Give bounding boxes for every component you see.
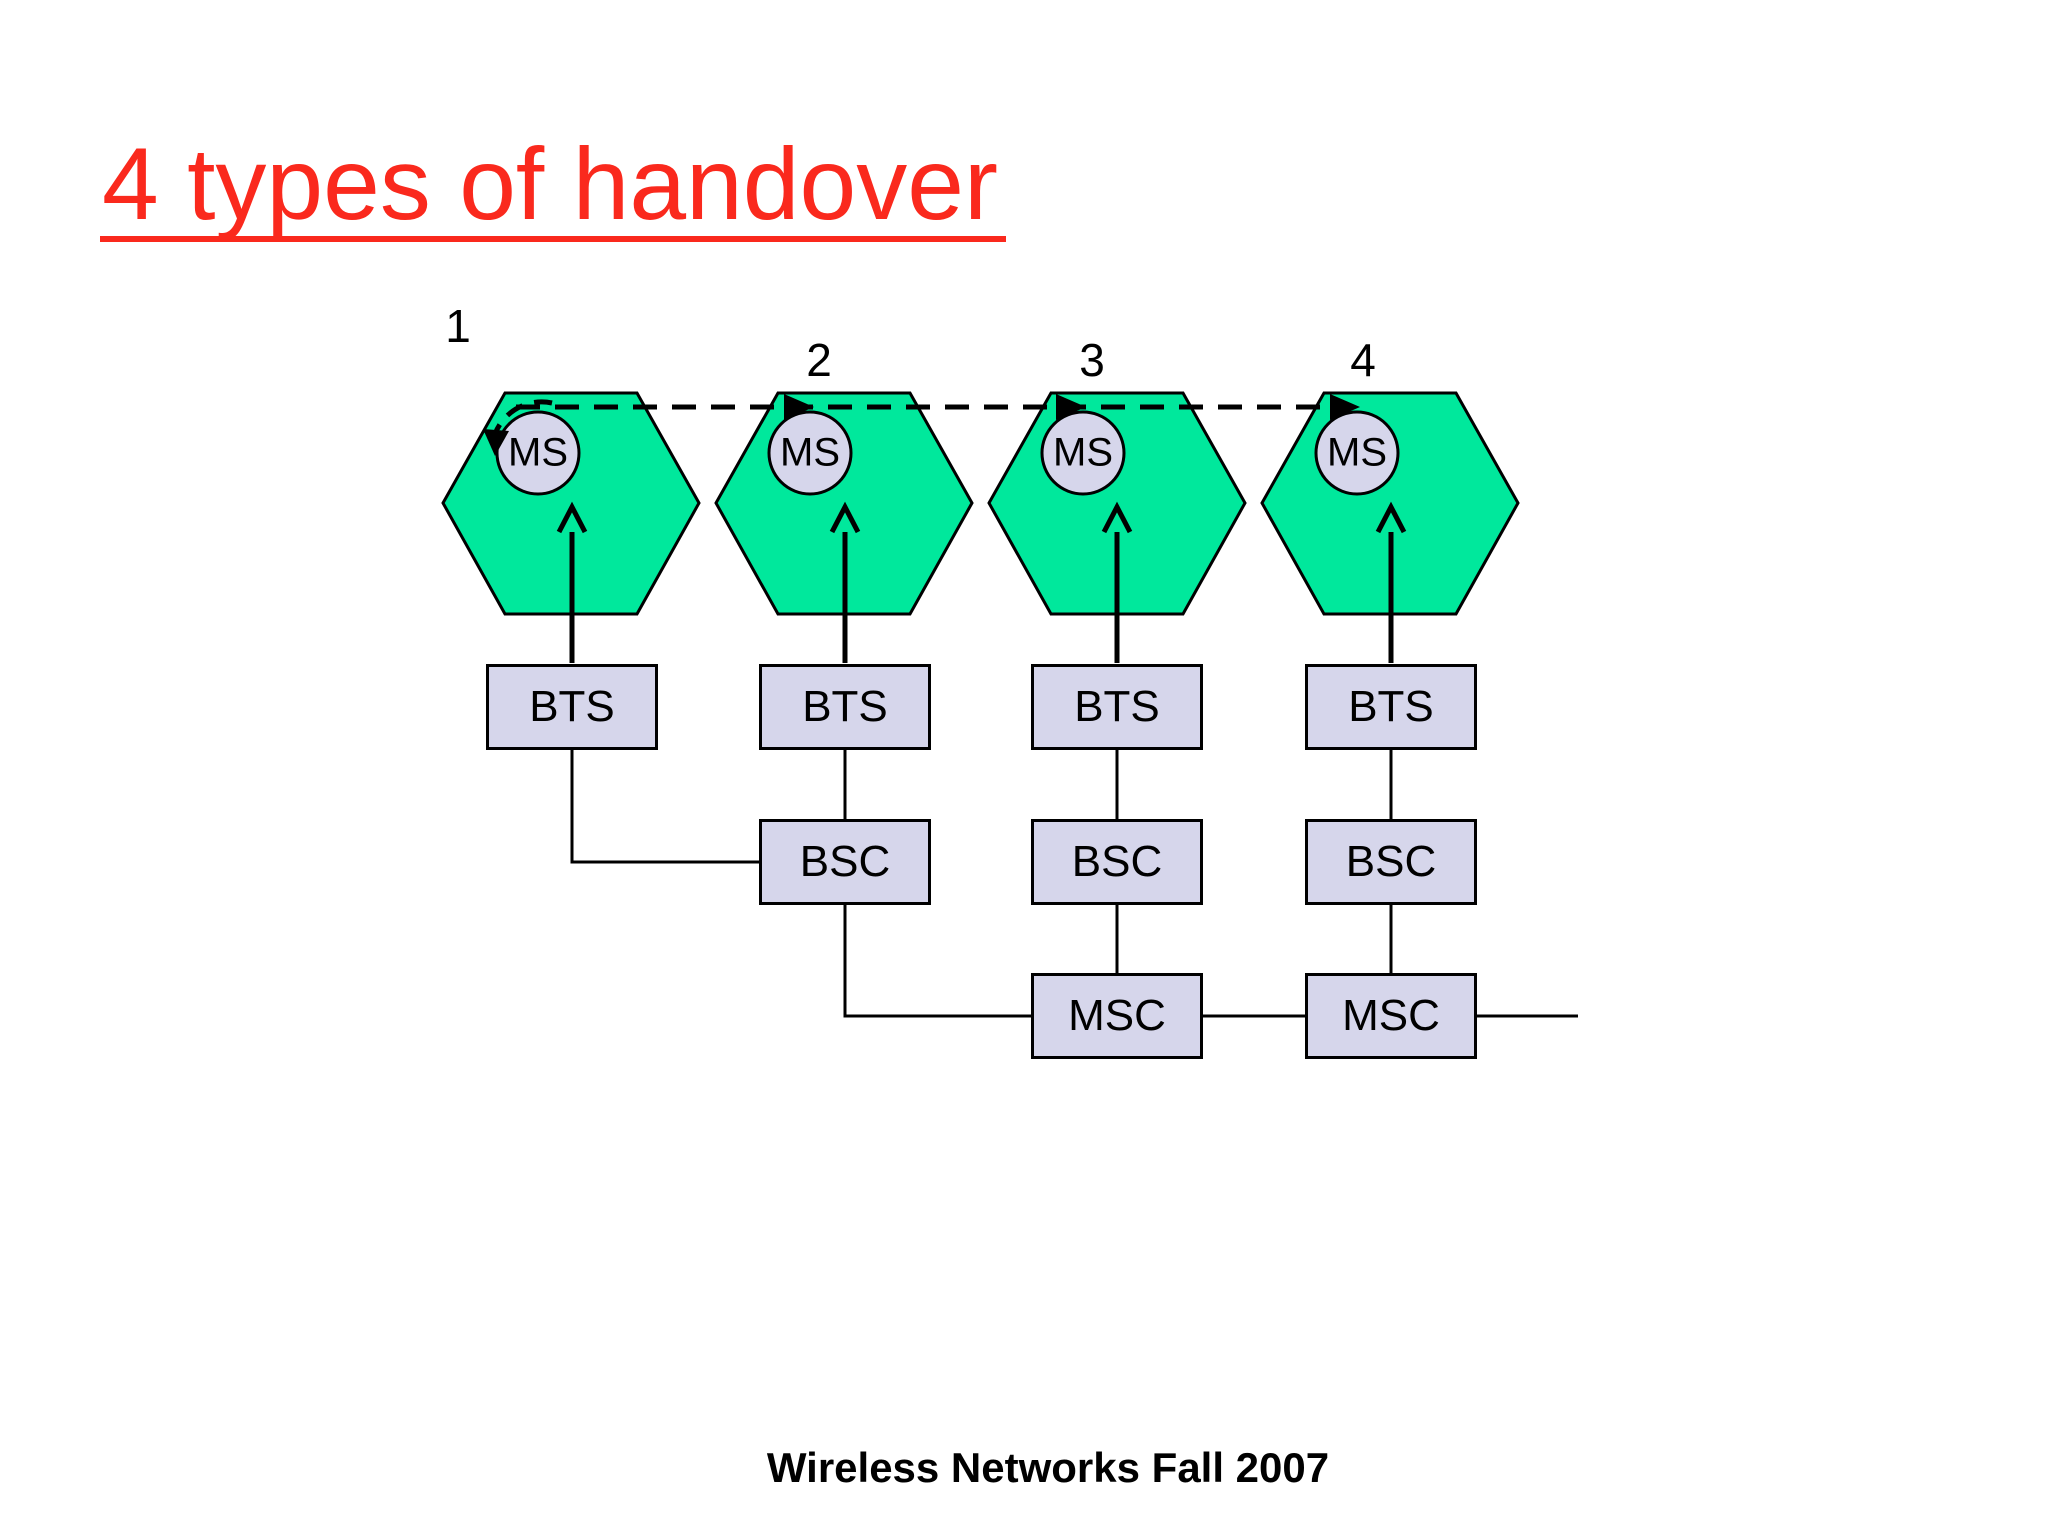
bsc-box-1: BSC (759, 819, 931, 905)
page-title: 4 types of handover (100, 132, 1006, 242)
ms-label-1: MS (508, 430, 568, 475)
bsc-box-3: BSC (1305, 819, 1477, 905)
intracell-handover-arrowhead (483, 429, 509, 456)
uplink-arrowhead-1 (556, 501, 588, 534)
ms-label-3: MS (1053, 430, 1113, 475)
handover-type-label-4: 4 (1350, 334, 1376, 386)
msc-box-1: MSC (1031, 973, 1203, 1059)
bts1-to-bsc2-link (570, 750, 759, 864)
uplink-arrowhead-2 (829, 501, 861, 534)
bts-box-2: BTS (759, 664, 931, 750)
bts-box-3: BTS (1031, 664, 1203, 750)
ms-circle-1 (495, 410, 581, 496)
slide-footer: Wireless Networks Fall 2007 (766, 1444, 1330, 1491)
handover-type-label-2: 2 (806, 334, 832, 386)
handover-arrowhead-2 (784, 394, 814, 420)
ms-circle-4 (1314, 410, 1400, 496)
handover-type-label-1: 1 (445, 300, 471, 352)
bsc2-to-msc3-link (843, 905, 1031, 1018)
msc-box-2: MSC (1305, 973, 1477, 1059)
uplink-arrowhead-4 (1375, 501, 1407, 534)
ms-label-4: MS (1327, 430, 1387, 475)
uplink-arrowhead-3 (1101, 501, 1133, 534)
handover-arrowhead-3 (1056, 394, 1086, 420)
handover-type-label-3: 3 (1079, 334, 1105, 386)
ms-circle-3 (1040, 410, 1126, 496)
intracell-handover-curve (492, 399, 553, 435)
handover-arrowhead-4 (1330, 394, 1360, 420)
bts-box-1: BTS (486, 664, 658, 750)
ms-circle-2 (767, 410, 853, 496)
ms-label-2: MS (780, 430, 840, 475)
bts-box-4: BTS (1305, 664, 1477, 750)
bsc-box-2: BSC (1031, 819, 1203, 905)
